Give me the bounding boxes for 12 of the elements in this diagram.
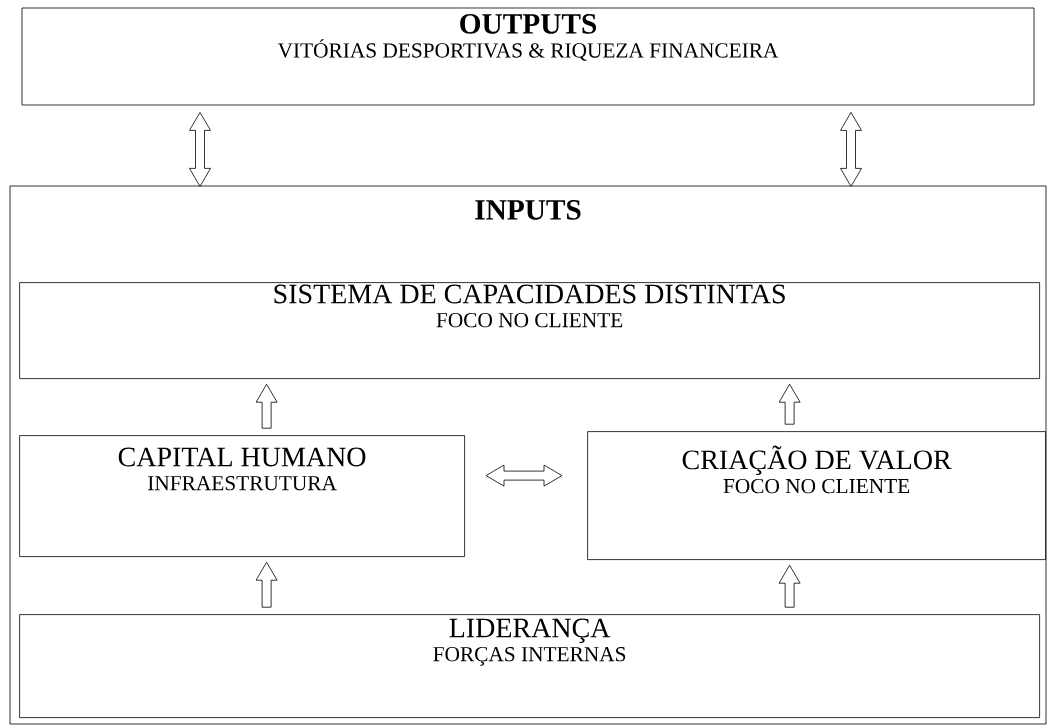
block-arrow (778, 564, 801, 608)
process-box: CRIAÇÃO DE VALOR FOCO NO CLIENTE (587, 431, 1046, 560)
block-arrow (189, 112, 211, 187)
block-arrow (778, 383, 801, 425)
block-arrow (255, 383, 278, 429)
process-box: LIDERANÇA FORÇAS INTERNAS (19, 614, 1040, 718)
process-box: OUTPUTS VITÓRIAS DESPORTIVAS & RIQUEZA FINANCEIRA (21, 7, 1035, 106)
block-arrow (840, 112, 862, 187)
block-arrow (255, 561, 278, 608)
process-box: CAPITAL HUMANO INFRAESTRUTURA (19, 435, 465, 557)
process-box: SISTEMA DE CAPACIDADES DISTINTAS FOCO NO CLIENTE (19, 282, 1040, 379)
block-arrow (485, 464, 563, 487)
